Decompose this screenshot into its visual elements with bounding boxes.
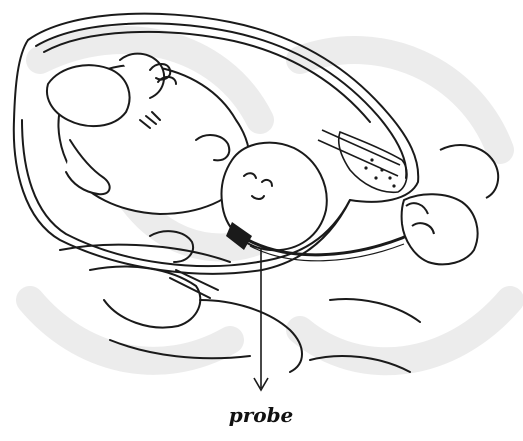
probe-label: probe bbox=[229, 403, 294, 427]
fetus bbox=[47, 54, 327, 251]
placenta bbox=[318, 130, 407, 192]
